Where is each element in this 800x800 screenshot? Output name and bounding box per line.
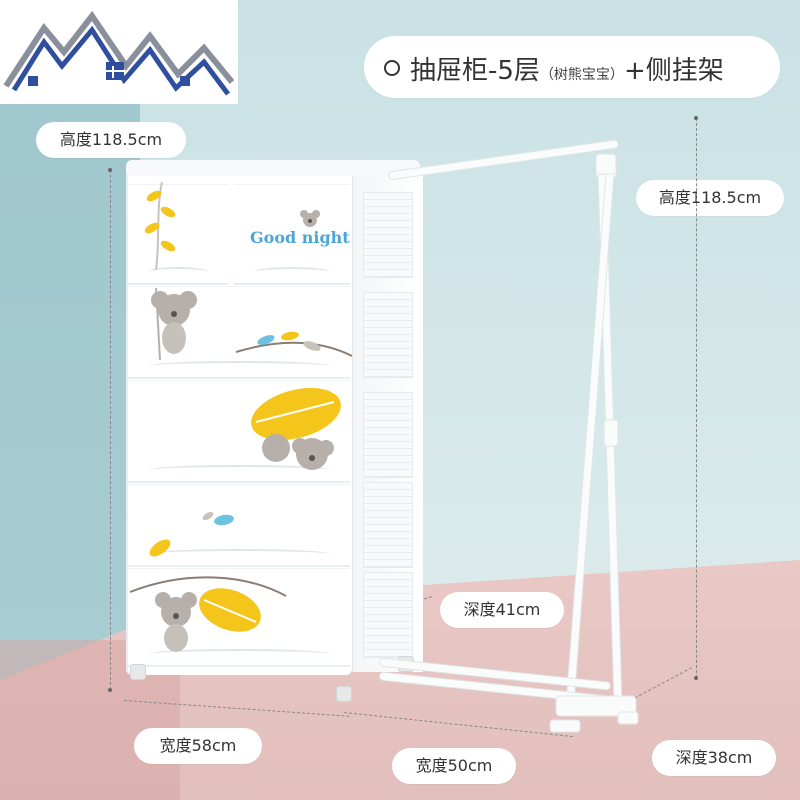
side-louver (363, 482, 413, 568)
yellow-leaf-koala-decal (251, 387, 341, 470)
cabinet-decals (129, 181, 353, 652)
drawer-handle (148, 549, 330, 559)
drawer-top-left (128, 184, 228, 285)
leaf-pair-decal (149, 512, 234, 557)
cabinet-top (126, 160, 420, 176)
drawer-handle (254, 267, 330, 277)
ruler-endpoint (108, 688, 112, 692)
drawer-handle (148, 361, 330, 371)
product-title-pill: 抽屉柜-5层（树熊宝宝）+侧挂架 (364, 36, 780, 98)
cabinet-width-label: 宽度58cm (134, 728, 262, 764)
drawer-handle (148, 649, 330, 659)
rack-height-ruler (696, 118, 697, 678)
cabinet-wheel (336, 686, 352, 702)
side-louver (363, 572, 413, 658)
drawer-handle (148, 465, 330, 475)
koala-small-decal (300, 210, 320, 227)
drawer-handle (148, 267, 208, 277)
rack-depth-bottom-label: 深度38cm (652, 740, 776, 776)
bottom-koala-leaf-decal (129, 576, 287, 652)
drawer-top-right (234, 184, 350, 285)
good-night-decal: Good night (250, 228, 350, 247)
bullet-circle-icon (384, 60, 400, 76)
rack-width-label: 宽度50cm (392, 748, 516, 784)
ruler-endpoint (694, 116, 698, 120)
teal-leaf-branch-decal (235, 331, 353, 357)
title-suffix: +侧挂架 (623, 56, 724, 86)
ruler-endpoint (108, 168, 112, 172)
title-main-text: 抽屉柜-5层 (410, 56, 540, 86)
product-title: 抽屉柜-5层（树熊宝宝）+侧挂架 (410, 50, 724, 87)
cabinet-height-ruler (110, 170, 111, 690)
rack-height-label: 高度118.5cm (636, 180, 784, 216)
cabinet-wheel (130, 664, 146, 680)
rack-depth-top-label: 深度41cm (440, 592, 564, 628)
cabinet-height-label: 高度118.5cm (36, 122, 186, 158)
leaf-branch-decal (144, 181, 176, 271)
cabinet-side-panel (352, 172, 423, 672)
side-clothes-rack (379, 140, 639, 733)
ruler-endpoint (694, 676, 698, 680)
drawer-4 (128, 484, 350, 567)
side-louver (363, 292, 413, 378)
koala-hanging-decal (151, 287, 197, 361)
side-louver (363, 192, 413, 278)
title-subtitle: （树熊宝宝） (539, 67, 624, 83)
side-louver (363, 392, 413, 478)
brand-logo (0, 0, 238, 104)
